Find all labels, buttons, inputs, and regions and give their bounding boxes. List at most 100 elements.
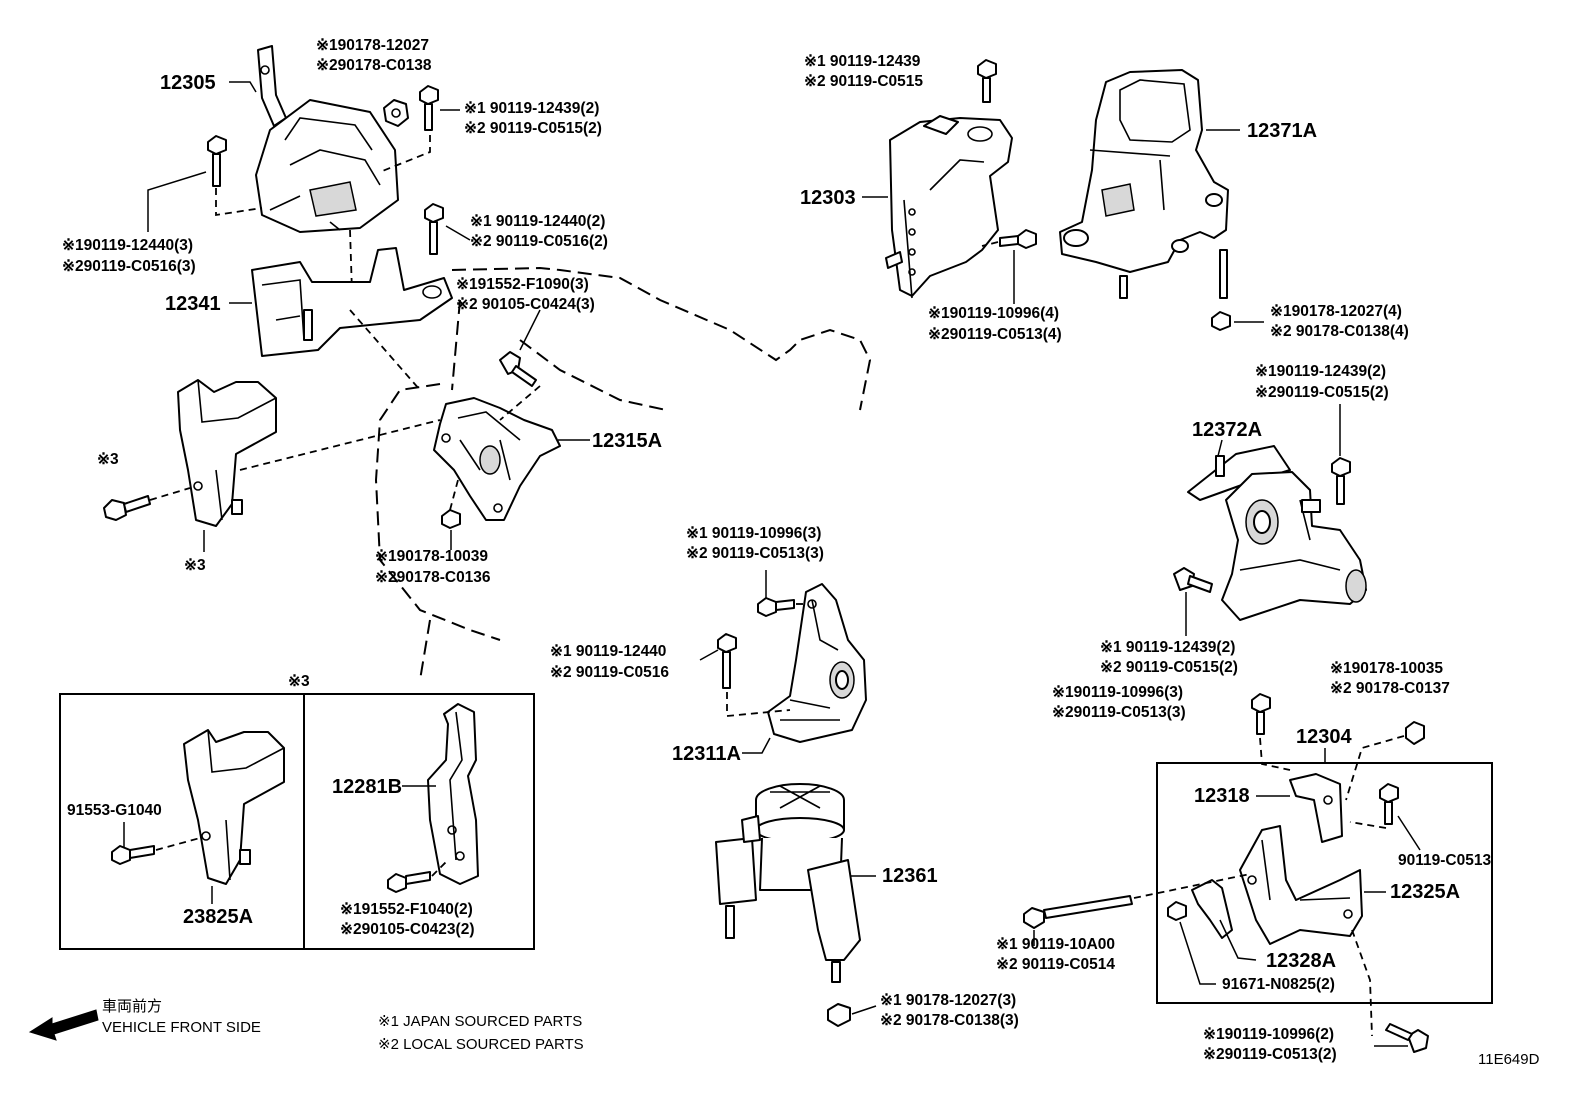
nut-icon [1405,721,1425,745]
dash-line [1133,873,1251,899]
fastener-label[interactable]: ※290105-C0423(2) [340,921,475,938]
fastener-label[interactable]: ※191552-F1040(2) [340,901,473,918]
bolt-icon [1385,1023,1429,1053]
fastener-label[interactable]: ※190178-12027 [316,37,429,54]
dash-line [981,241,999,247]
fastener-label[interactable]: ※2 90119-C0513(3) [686,545,824,562]
leader-12328A [1219,919,1257,961]
part-label-12305[interactable]: 12305 [160,72,216,94]
bolt-icon [1379,783,1399,825]
part-label-12341[interactable]: 12341 [165,293,221,315]
fastener-label[interactable]: ※2 90178-C0137 [1330,680,1450,697]
fastener-label[interactable]: ※290119-C0516(3) [62,258,196,275]
fastener-label[interactable]: ※290119-C0513(3) [1052,704,1186,721]
fastener-label[interactable]: ※290119-C0513(2) [1203,1046,1337,1063]
bolt-icon [1167,901,1187,921]
part-label-12311A[interactable]: 12311A [672,743,741,765]
fastener-label[interactable]: ※2 90178-C0138(4) [1270,323,1409,340]
part-label-12325A[interactable]: 12325A [1390,881,1461,903]
part-label-12315A[interactable]: 12315A [592,430,663,452]
legend-note-1: ※1 JAPAN SOURCED PARTS [378,1013,583,1030]
fastener-label[interactable]: ※2 90119-C0514 [996,956,1115,973]
fastener-label[interactable]: ※1 90119-12440 [550,643,667,660]
mark3-label[interactable]: ※3 [97,451,119,468]
part-23825A-drawing [183,729,285,885]
bolt-icon [757,597,795,617]
transmission-outline [451,266,872,411]
part-label-23825A[interactable]: 23825A [183,906,254,928]
fastener-label[interactable]: ※2 90119-C0516(2) [470,233,608,250]
transmission-outline [419,619,431,681]
bolt-icon [111,845,155,865]
fastener-label[interactable]: ※2 90105-C0424(3) [456,296,595,313]
fastener-label[interactable]: ※191552-F1090(3) [456,276,589,293]
fastener-label[interactable]: ※1 90119-10A00 [996,936,1115,953]
diagram-id: 11E649D [1478,1051,1540,1068]
dash-line [1351,929,1373,1037]
direction-label-en: VEHICLE FRONT SIDE [102,1019,261,1036]
leader-line [851,1005,877,1015]
mark3-label[interactable]: ※3 [184,557,206,574]
part-label-12372A[interactable]: 12372A [1192,419,1263,441]
fastener-label[interactable]: ※2 90119-C0515(2) [464,120,602,137]
fastener-label[interactable]: ※290178-C0136 [375,569,491,586]
part-label-12328A[interactable]: 12328A [1266,950,1337,972]
bolt-icon [207,135,227,187]
nut-icon [441,509,461,529]
bolt-icon [387,871,431,893]
dash-line [1345,735,1405,801]
fastener-label[interactable]: ※190178-10035 [1330,660,1443,677]
part-label-91553[interactable]: 91553-G1040 [67,802,162,819]
bolt-icon [717,633,737,689]
part-label-12318[interactable]: 12318 [1194,785,1250,807]
fastener-label[interactable]: ※1 90119-12440(2) [470,213,606,230]
part-label-12371A[interactable]: 12371A [1247,120,1318,142]
dash-line [449,479,459,511]
fastener-label[interactable]: ※190119-12439(2) [1255,363,1387,380]
bolt-icon [1173,567,1213,593]
transmission-outline [451,299,461,391]
fastener-label[interactable]: ※1 90119-12439 [804,53,921,70]
fastener-label[interactable]: ※190119-10996(2) [1203,1026,1335,1043]
fastener-label[interactable]: ※2 90119-C0515 [804,73,923,90]
fastener-label[interactable]: ※290119-C0515(2) [1255,384,1389,401]
bolt-icon [499,351,537,387]
part-label-12304[interactable]: 12304 [1296,726,1352,748]
part-12325A-drawing [1239,825,1363,945]
fastener-label[interactable]: ※1 90119-12439(2) [464,100,600,117]
fastener-label[interactable]: ※190119-10996(3) [1052,684,1184,701]
fastener-label[interactable]: ※190119-12440(3) [62,237,194,254]
fastener-label[interactable]: ※190119-10996(4) [928,305,1060,322]
part-label-12361[interactable]: 12361 [882,865,938,887]
front-arrow-icon [28,1009,99,1041]
fastener-label[interactable]: ※2 90119-C0516 [550,664,669,681]
group-box-mark3 [59,693,535,950]
part-12318-drawing [1289,773,1343,843]
leader-12372A [1217,439,1223,457]
fastener-label[interactable]: ※290119-C0513(4) [928,326,1062,343]
fastener-label[interactable]: ※2 90119-C0515(2) [1100,659,1238,676]
part-label-12303[interactable]: 12303 [800,187,856,209]
fastener-label[interactable]: ※190178-10039 [375,548,488,565]
leader-line [1397,815,1421,851]
dash-line [726,692,791,717]
dash-line [1259,737,1291,771]
nut-icon [827,1003,851,1027]
dash-line [155,837,201,851]
fastener-label[interactable]: ※1 90119-12439(2) [1100,639,1236,656]
fastener-label[interactable]: ※2 90178-C0138(3) [880,1012,1019,1029]
leader-lines [147,109,471,241]
part-12281B-drawing [427,703,479,885]
mark3-box-label[interactable]: ※3 [288,673,310,690]
part-12305-drawing [255,45,399,233]
fastener-label[interactable]: 90119-C0513 [1398,852,1492,869]
fastener-label[interactable]: 91671-N0825(2) [1222,976,1335,993]
fastener-label[interactable]: ※1 90119-10996(3) [686,525,822,542]
fastener-label[interactable]: ※1 90178-12027(3) [880,992,1017,1009]
fastener-label[interactable]: ※290178-C0138 [316,57,432,74]
part-12372A-drawing [1187,445,1367,621]
fastener-label[interactable]: ※190178-12027(4) [1270,303,1402,320]
transmission-outline [374,383,501,641]
part-label-12281B[interactable]: 12281B [332,776,403,798]
